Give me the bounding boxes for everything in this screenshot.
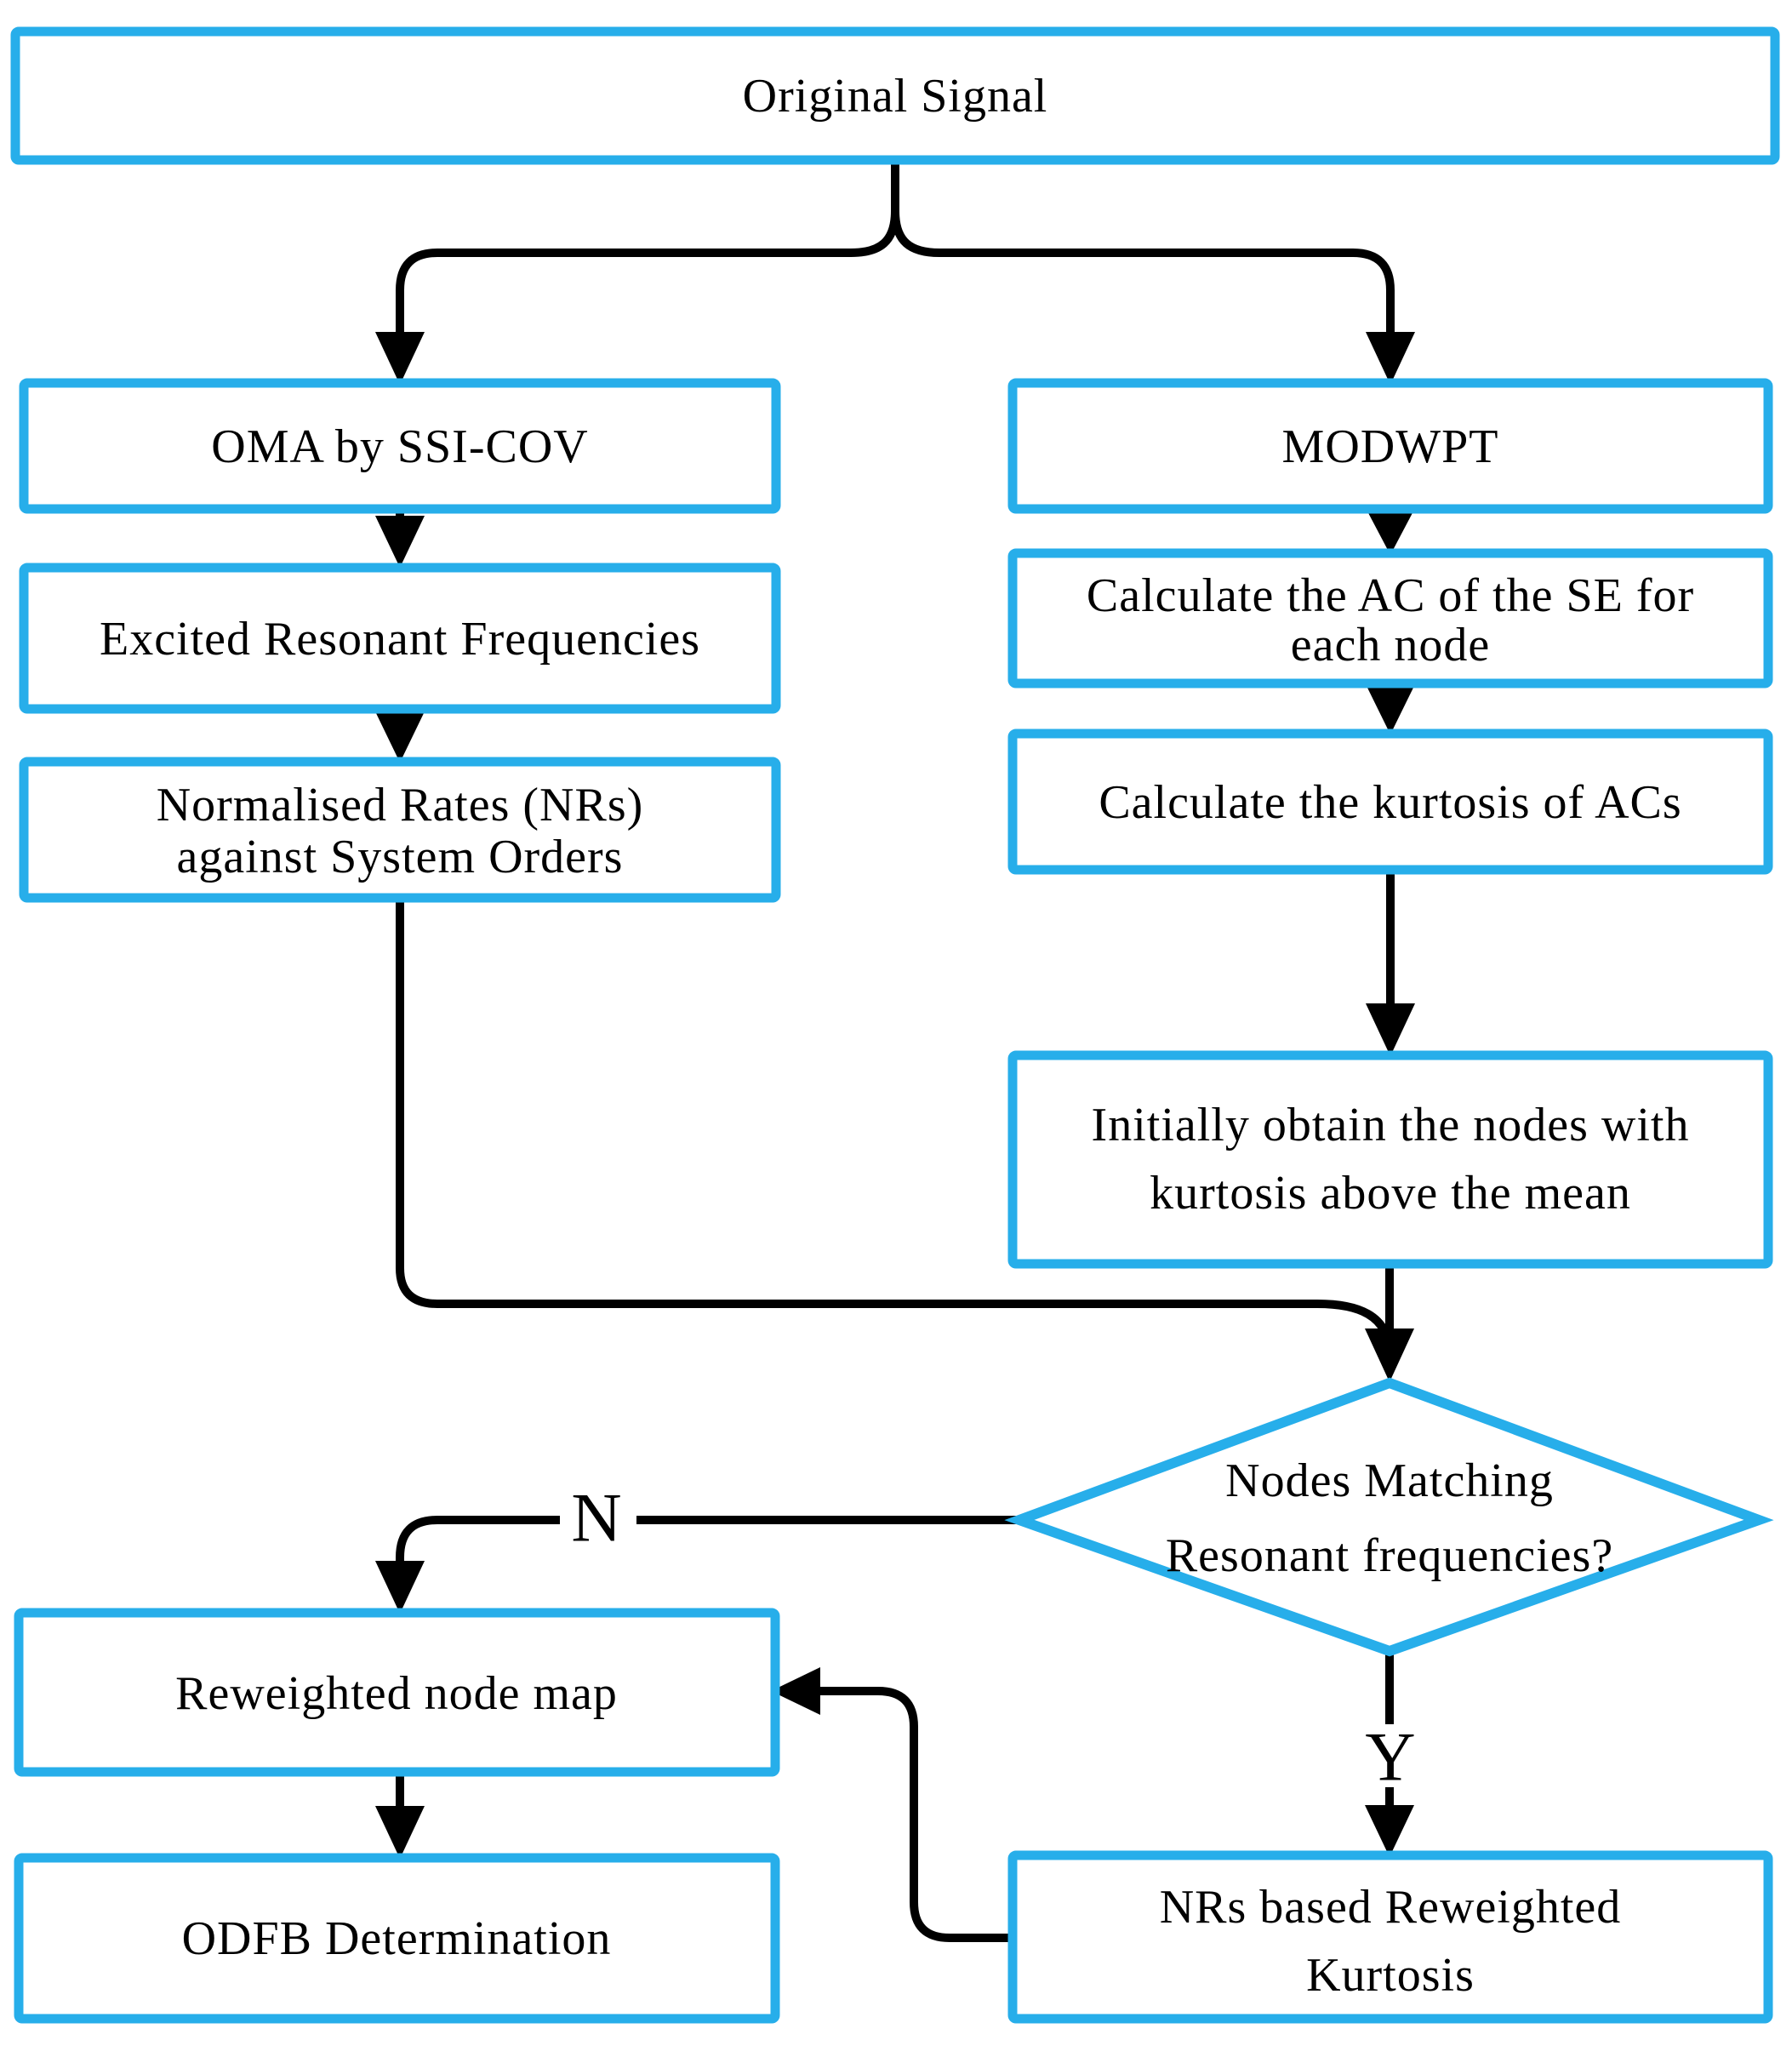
arrowhead-to-decision (1365, 1328, 1414, 1382)
node-initial-nodes: Initially obtain the nodes with kurtosis… (1007, 1050, 1773, 1269)
odfb-box (14, 1853, 780, 2024)
calc-ac-box (1007, 548, 1773, 689)
nrs-kurtosis-box (1007, 1850, 1773, 2024)
calc-kurtosis-label: Calculate the kurtosis of ACs (1099, 776, 1681, 829)
node-excited-frequencies: Excited Resonant Frequencies (19, 563, 781, 714)
modwpt-label: MODWPT (1282, 420, 1499, 473)
arrowhead-to-modwpt (1366, 332, 1415, 385)
arrowhead-to-initial-nodes (1366, 1003, 1415, 1056)
calc-ac-label-line1: Calculate the AC of the SE for (1087, 569, 1694, 622)
arrowhead-to-calc-kurtosis (1366, 684, 1415, 734)
initial-nodes-label-line1: Initially obtain the nodes with (1092, 1099, 1690, 1151)
normalised-box (19, 757, 781, 903)
edge-nrs-feedback (820, 1687, 1013, 1942)
normalised-label-line1: Normalised Rates (NRs) (157, 779, 644, 831)
node-calc-ac: Calculate the AC of the SE for each node (1007, 548, 1773, 689)
node-oma: OMA by SSI-COV (19, 378, 781, 514)
normalised-label-line2: against System Orders (177, 831, 624, 883)
node-decision: Nodes Matching Resonant frequencies? (1004, 1377, 1774, 1657)
node-original-signal: Original Signal (10, 26, 1780, 165)
node-normalised-rates: Normalised Rates (NRs) against System Or… (19, 757, 781, 903)
edge-split-right (891, 210, 1395, 334)
arrowhead-to-nrs (1365, 1805, 1414, 1857)
decision-label-line1: Nodes Matching (1225, 1454, 1554, 1507)
node-nrs-kurtosis: NRs based Reweighted Kurtosis (1007, 1850, 1773, 2024)
arrowhead-to-normalised (375, 711, 425, 763)
branch-label-yes: Y (1365, 1718, 1415, 1796)
oma-box (19, 378, 781, 514)
decision-label-line2: Resonant frequencies? (1166, 1529, 1613, 1582)
connectors (375, 158, 1415, 1942)
branch-label-no: N (571, 1479, 621, 1557)
edge-decision-no-b (396, 1516, 560, 1562)
nrs-kurtosis-label-line2: Kurtosis (1306, 1949, 1475, 2002)
edge-split-left (396, 210, 899, 334)
odfb-label: ODFB Determination (182, 1912, 612, 1965)
node-calc-kurtosis: Calculate the kurtosis of ACs (1007, 729, 1773, 875)
edge-normalised-merge (396, 898, 1394, 1356)
excited-box (19, 563, 781, 714)
decision-diamond (1004, 1377, 1774, 1657)
calc-kurtosis-box (1007, 729, 1773, 875)
node-odfb: ODFB Determination (14, 1853, 780, 2024)
node-reweighted-map: Reweighted node map (14, 1608, 780, 1777)
arrowhead-to-calc-ac (1366, 508, 1415, 555)
excited-label: Excited Resonant Frequencies (100, 613, 700, 666)
arrowhead-to-excited (375, 516, 425, 568)
initial-nodes-box (1007, 1050, 1773, 1269)
arrowhead-to-reweighted-top (375, 1561, 425, 1614)
initial-nodes-label-line2: kurtosis above the mean (1150, 1167, 1631, 1220)
nrs-kurtosis-label-line1: NRs based Reweighted (1160, 1881, 1622, 1934)
node-modwpt: MODWPT (1007, 378, 1773, 514)
arrowhead-to-odfb (375, 1806, 425, 1859)
reweighted-box (14, 1608, 780, 1777)
oma-label: OMA by SSI-COV (211, 420, 588, 473)
arrowhead-to-reweighted-right (771, 1667, 820, 1715)
original-signal-label: Original Signal (743, 70, 1048, 123)
arrowhead-to-oma (375, 332, 425, 385)
reweighted-label: Reweighted node map (175, 1667, 618, 1720)
calc-ac-label-line2: each node (1291, 619, 1490, 671)
original-signal-box (10, 26, 1780, 165)
modwpt-box (1007, 378, 1773, 514)
